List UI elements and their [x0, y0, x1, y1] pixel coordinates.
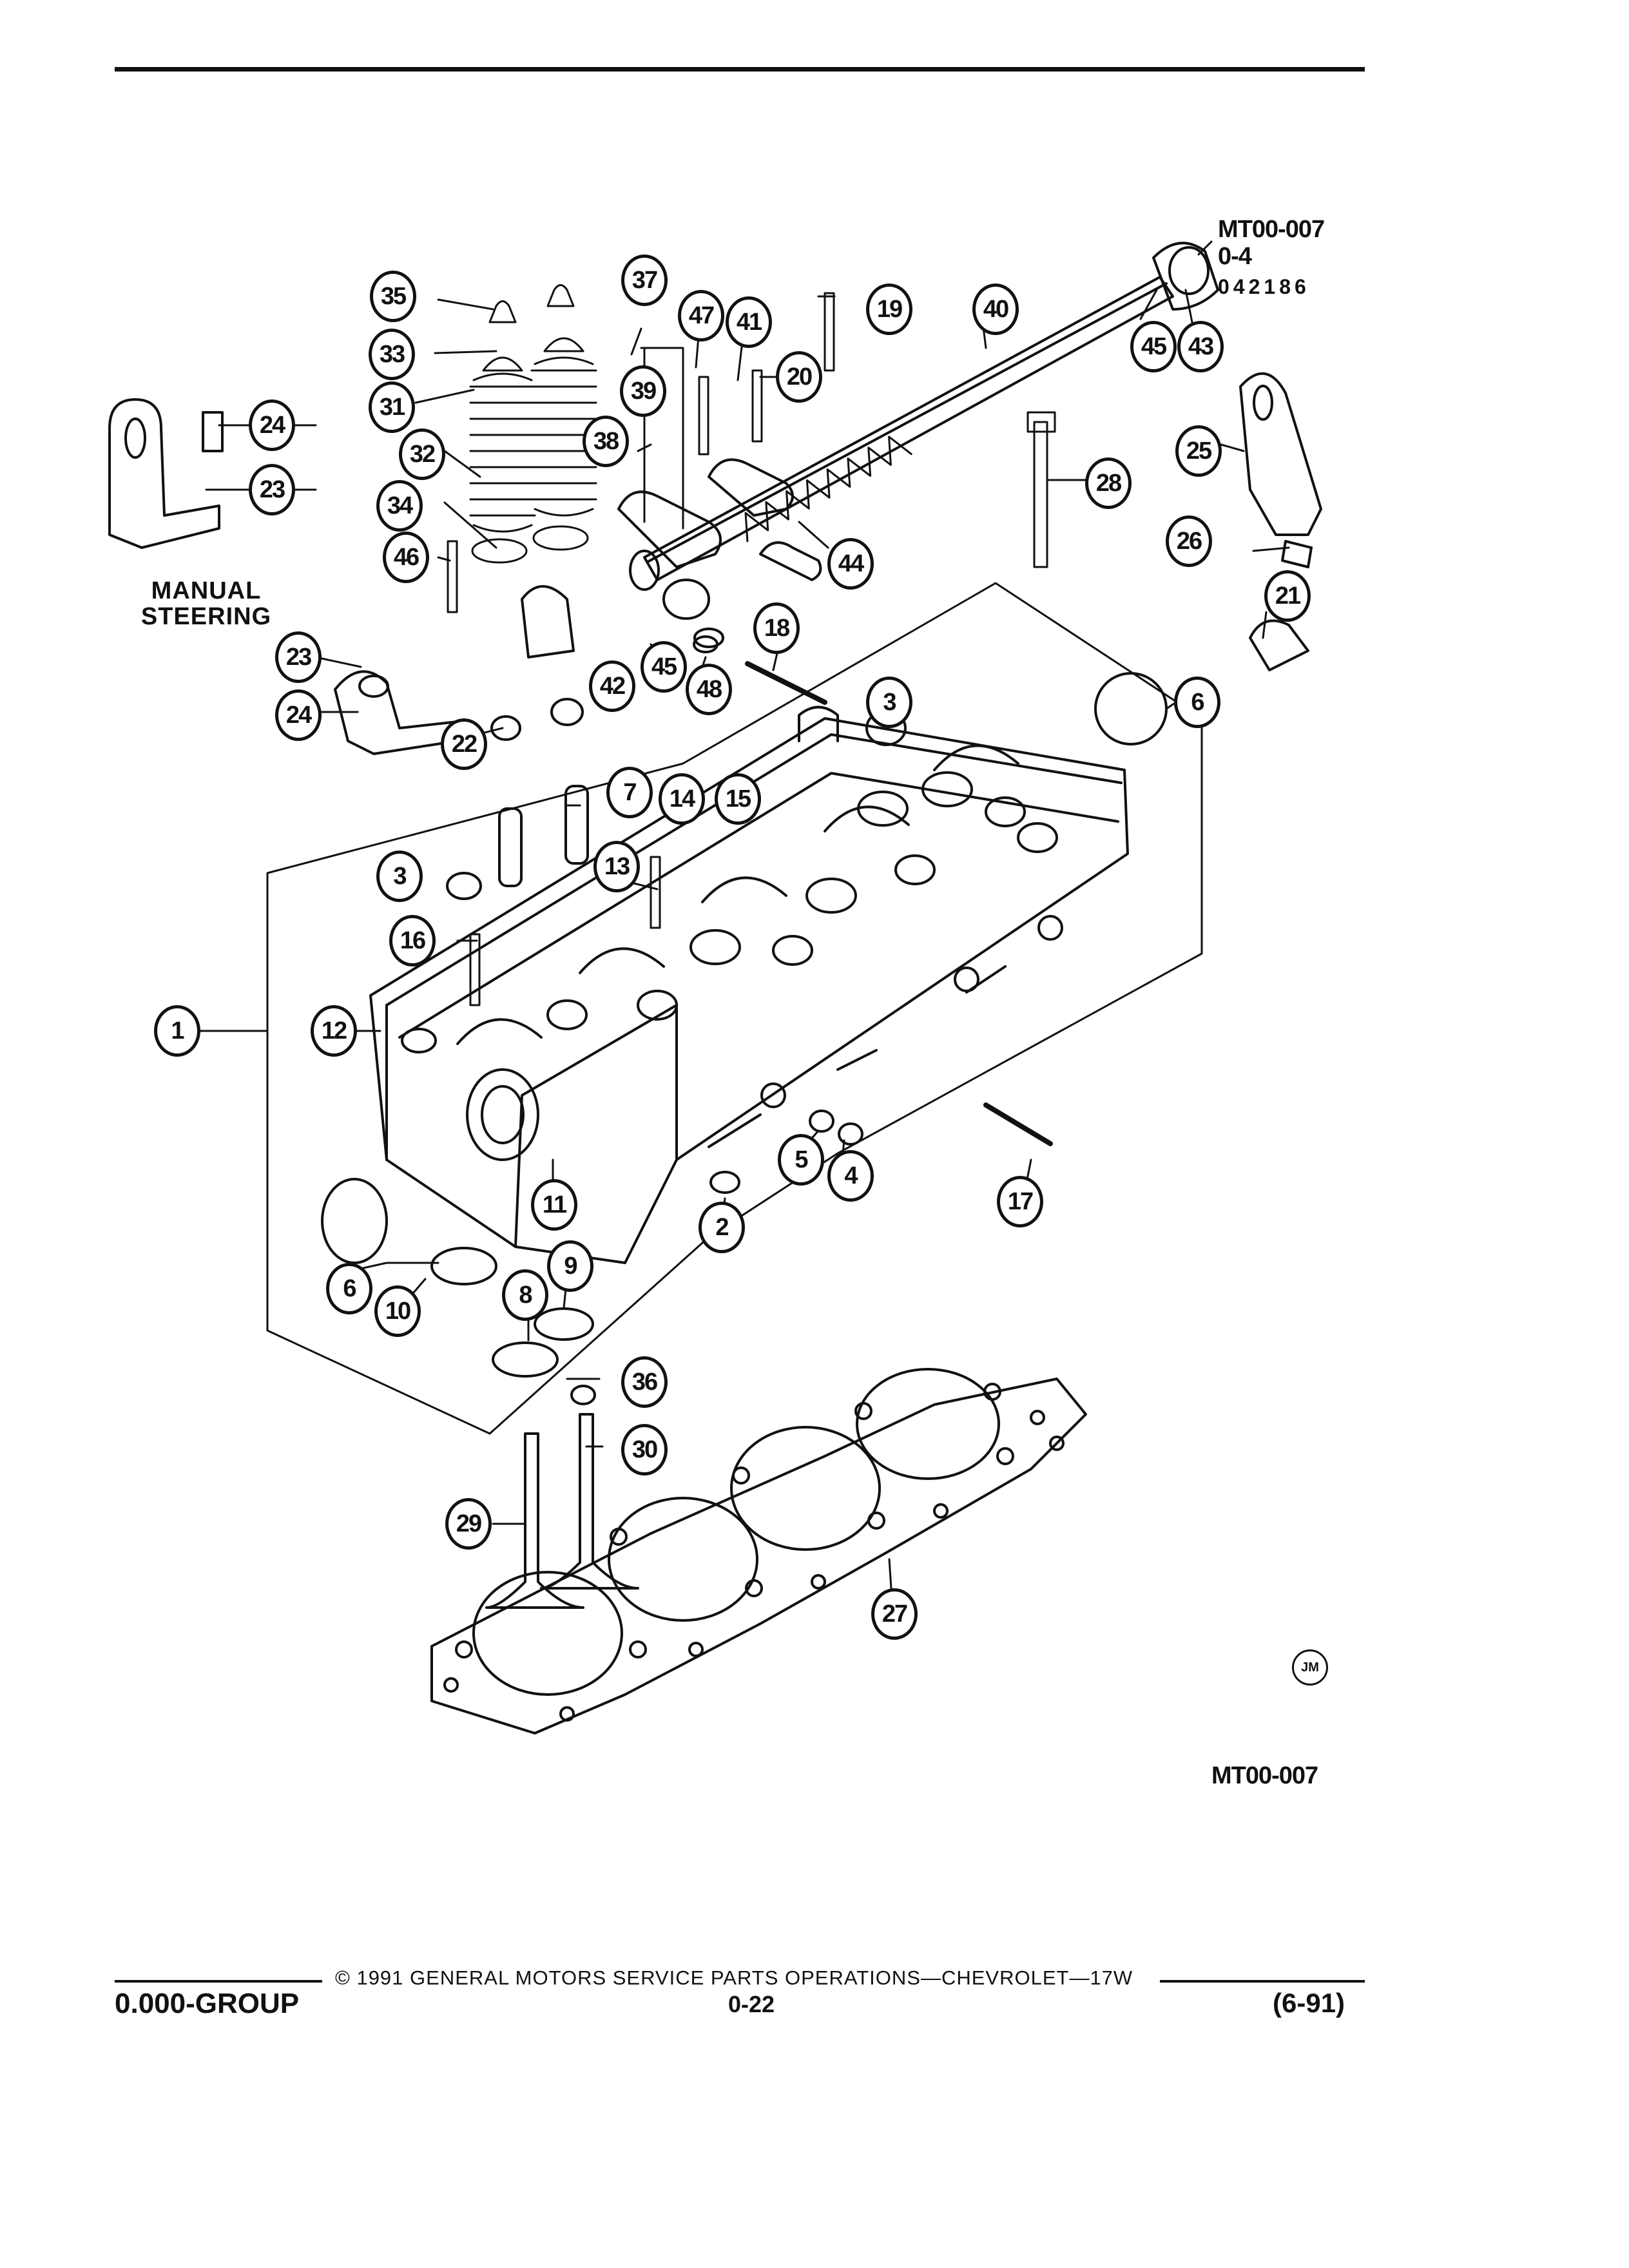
callout-48: 48	[686, 664, 732, 715]
head-gasket	[430, 1368, 1087, 1735]
figure-code-top: MT00-007	[1218, 216, 1325, 243]
manual-steering-label: MANUAL STEERING	[140, 577, 272, 630]
callout-27: 27	[871, 1588, 918, 1640]
callout-14: 14	[659, 773, 705, 825]
callout-13: 13	[593, 841, 640, 892]
callout-22: 22	[441, 718, 487, 770]
footer-rule-left	[115, 1980, 322, 1983]
leader-lines	[188, 240, 1290, 1609]
callout-32: 32	[399, 428, 445, 480]
plugs-and-seals	[321, 579, 1168, 1378]
footer-group: 0.000-GROUP	[115, 1988, 300, 2019]
callout-16: 16	[389, 915, 436, 966]
callout-37: 37	[621, 255, 668, 306]
callout-26: 26	[1166, 515, 1212, 567]
callout-7: 7	[606, 767, 653, 818]
figure-code-sub: 0-4	[1218, 243, 1252, 270]
brackets	[108, 372, 1322, 755]
callout-21: 21	[1264, 570, 1311, 622]
callout-23: 23	[275, 631, 322, 683]
callout-10: 10	[374, 1285, 421, 1337]
callout-19: 19	[866, 284, 912, 335]
callout-1: 1	[154, 1005, 200, 1057]
callout-6: 6	[326, 1263, 372, 1314]
callout-25: 25	[1175, 425, 1222, 477]
callout-12: 12	[311, 1005, 357, 1057]
callout-5: 5	[778, 1134, 824, 1186]
callout-47: 47	[678, 290, 724, 341]
rocker-shaft	[617, 242, 1219, 591]
callout-39: 39	[620, 365, 666, 417]
callout-45: 45	[641, 641, 687, 693]
callout-35: 35	[370, 271, 416, 322]
cylinder-head-frame	[266, 582, 1203, 1435]
footer-copyright: © 1991 GENERAL MOTORS SERVICE PARTS OPER…	[335, 1966, 1133, 1989]
footer-date: (6-91)	[1273, 1988, 1345, 2018]
callout-28: 28	[1085, 457, 1132, 509]
callout-6: 6	[1174, 677, 1220, 728]
callout-36: 36	[621, 1356, 668, 1408]
callout-23: 23	[249, 464, 295, 515]
header-rule	[115, 67, 1365, 72]
callout-24: 24	[275, 689, 322, 741]
callout-4: 4	[827, 1150, 874, 1202]
callout-17: 17	[997, 1176, 1043, 1227]
callout-20: 20	[776, 351, 822, 403]
callout-44: 44	[827, 538, 874, 590]
callout-3: 3	[376, 850, 423, 902]
callout-24: 24	[249, 399, 295, 451]
callout-38: 38	[583, 416, 629, 467]
footer-rule-right	[1160, 1980, 1365, 1983]
callout-2: 2	[699, 1202, 745, 1253]
callout-8: 8	[502, 1269, 548, 1321]
callout-29: 29	[445, 1498, 492, 1550]
footer-page-number: 0-22	[728, 1991, 775, 2017]
callout-34: 34	[376, 480, 423, 532]
callout-33: 33	[369, 329, 415, 380]
figure-code-bottom: MT00-007	[1211, 1762, 1318, 1789]
artist-mark: JM	[1292, 1649, 1328, 1686]
figure-number: 042186	[1218, 275, 1310, 298]
valve-springs	[469, 284, 597, 564]
callout-42: 42	[589, 660, 635, 712]
callout-3: 3	[866, 677, 912, 728]
callout-31: 31	[369, 381, 415, 433]
callout-11: 11	[531, 1179, 577, 1231]
callout-40: 40	[972, 284, 1019, 335]
fasteners	[447, 292, 1056, 1146]
callout-45: 45	[1130, 321, 1177, 372]
callout-43: 43	[1177, 321, 1224, 372]
cylinder-head	[369, 706, 1129, 1264]
callout-9: 9	[547, 1240, 593, 1292]
callout-41: 41	[726, 296, 772, 348]
callout-30: 30	[621, 1424, 668, 1475]
callout-46: 46	[383, 532, 429, 583]
callout-18: 18	[753, 602, 800, 654]
callout-15: 15	[715, 773, 761, 825]
